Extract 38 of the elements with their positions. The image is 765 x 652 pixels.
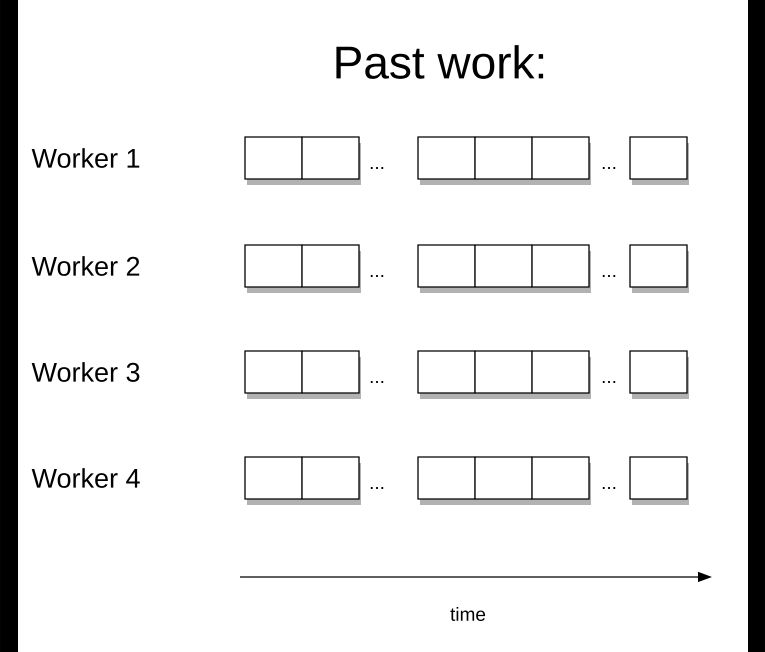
time-slot-box [301,244,361,293]
time-slot-box [474,456,534,505]
time-slot-box [474,350,534,399]
time-slot-box [244,456,304,505]
time-slot-box [417,350,477,399]
row-label: Worker 3 [32,362,140,382]
time-slot-box [244,136,304,185]
ellipsis: ... [370,275,384,277]
time-slot-box [417,456,477,505]
ellipsis: ... [602,275,616,277]
time-slot-box [629,456,689,505]
time-slot-box [244,350,304,399]
time-slot-box [629,244,689,293]
time-slot-box [629,136,689,185]
time-slot-box [417,244,477,293]
time-slot-box [244,244,304,293]
axis-label: time [450,607,486,621]
ellipsis: ... [370,486,384,489]
time-slot-box [531,456,591,505]
time-slot-box [301,136,361,185]
ellipsis: ... [602,486,616,489]
time-slot-box [474,136,534,185]
time-slot-box [417,136,477,185]
time-slot-box [531,136,591,185]
ellipsis: ... [370,380,384,383]
time-slot-box [531,244,591,293]
time-slot-box [301,350,361,399]
ellipsis: ... [602,380,616,383]
row-label: Worker 1 [32,148,140,168]
time-slot-box [474,244,534,293]
time-slot-box [531,350,591,399]
ellipsis: ... [602,167,616,169]
row-label: Worker 4 [32,468,140,488]
time-slot-box [629,350,689,399]
ellipsis: ... [370,167,384,169]
row-label: Worker 2 [32,256,140,276]
time-slot-box [301,456,361,505]
title: Past work: [336,45,544,79]
